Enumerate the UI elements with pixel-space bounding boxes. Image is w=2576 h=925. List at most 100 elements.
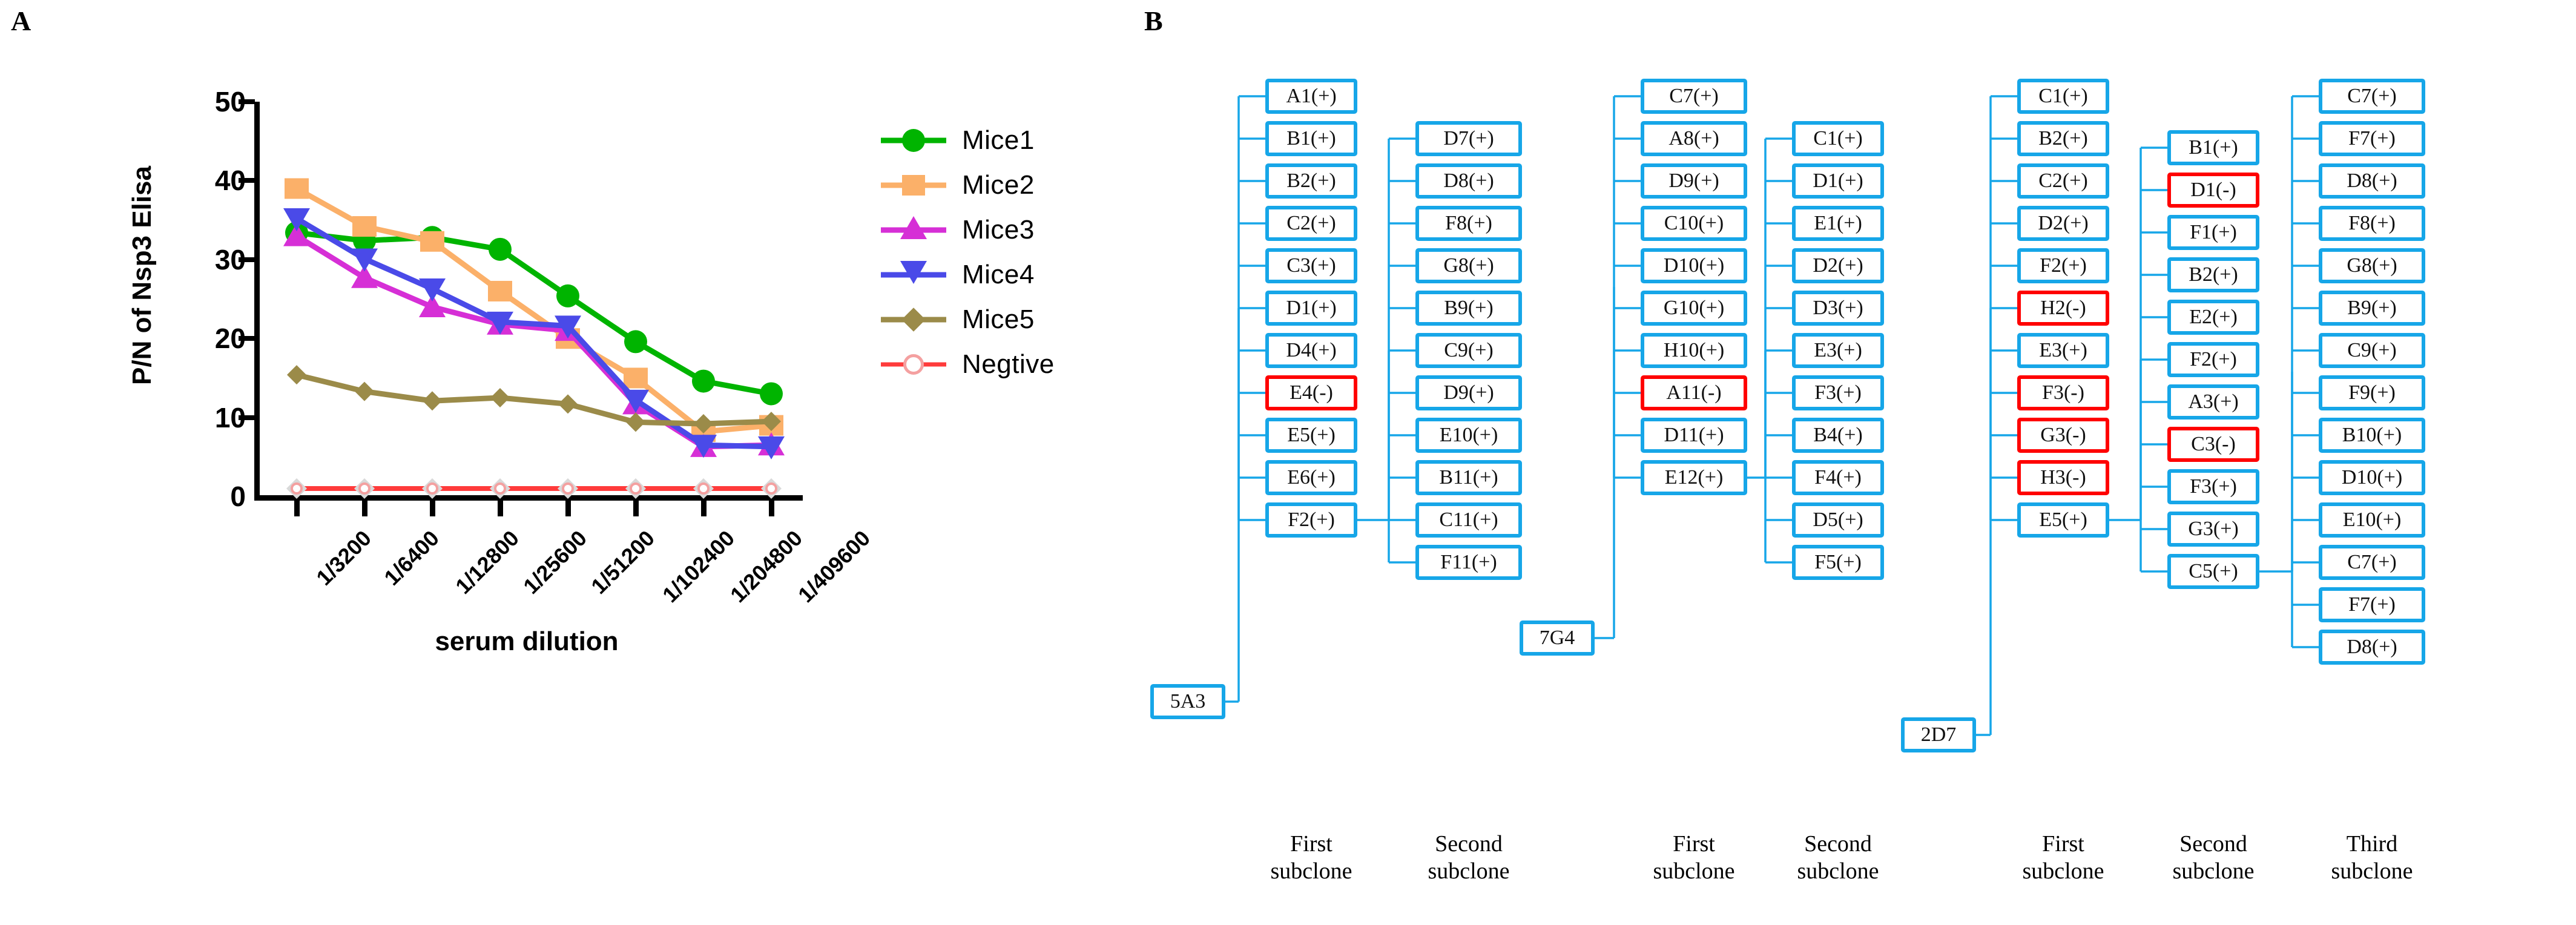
x-tick-mark — [701, 501, 707, 516]
data-point-negtive — [286, 478, 307, 499]
subclone-node[interactable]: D1(+) — [1792, 163, 1884, 199]
subclone-node[interactable]: E3(+) — [2017, 333, 2109, 368]
subclone-node[interactable]: F7(+) — [2319, 587, 2425, 622]
subclone-node[interactable]: F5(+) — [1792, 545, 1884, 580]
subclone-node[interactable]: D1(-) — [2167, 173, 2259, 208]
subclone-node[interactable]: D2(+) — [2017, 206, 2109, 241]
legend-swatch — [881, 128, 946, 153]
clone-root-2d7[interactable]: 2D7 — [1901, 717, 1976, 752]
subclone-node[interactable]: E12(+) — [1641, 460, 1747, 495]
subclone-node[interactable]: B1(+) — [2167, 130, 2259, 165]
subclone-node[interactable]: A3(+) — [2167, 384, 2259, 420]
subclone-node[interactable]: B9(+) — [2319, 291, 2425, 326]
subclone-node[interactable]: F4(+) — [1792, 460, 1884, 495]
legend-item-negtive[interactable]: Negtive — [881, 342, 1055, 387]
clone-root-7g4[interactable]: 7G4 — [1520, 621, 1595, 656]
subclone-node[interactable]: H3(-) — [2017, 460, 2109, 495]
subclone-node[interactable]: C9(+) — [1415, 333, 1522, 368]
subclone-node[interactable]: E10(+) — [1415, 418, 1522, 453]
caption-line-2: subclone — [2331, 858, 2413, 884]
subclone-node[interactable]: D7(+) — [1415, 121, 1522, 156]
subclone-node[interactable]: G3(+) — [2167, 512, 2259, 547]
subclone-node[interactable]: C1(+) — [2017, 79, 2109, 114]
subclone-node[interactable]: G10(+) — [1641, 291, 1747, 326]
subclone-node[interactable]: D8(+) — [2319, 163, 2425, 199]
subclone-node[interactable]: B11(+) — [1415, 460, 1522, 495]
subclone-node[interactable]: F2(+) — [2017, 248, 2109, 283]
subclone-node[interactable]: B9(+) — [1415, 291, 1522, 326]
legend-item-mice5[interactable]: Mice5 — [881, 297, 1055, 342]
subclone-node[interactable]: C7(+) — [2319, 545, 2425, 580]
subclone-node[interactable]: D8(+) — [2319, 630, 2425, 665]
subclone-node[interactable]: C11(+) — [1415, 502, 1522, 538]
subclone-node[interactable]: B10(+) — [2319, 418, 2425, 453]
subclone-node[interactable]: H2(-) — [2017, 291, 2109, 326]
subclone-node[interactable]: F9(+) — [2319, 375, 2425, 410]
subclone-node[interactable]: D10(+) — [2319, 460, 2425, 495]
subclone-node[interactable]: C9(+) — [2319, 333, 2425, 368]
subclone-node[interactable]: D11(+) — [1641, 418, 1747, 453]
legend-item-mice4[interactable]: Mice4 — [881, 252, 1055, 297]
legend-item-mice3[interactable]: Mice3 — [881, 208, 1055, 252]
subclone-node[interactable]: F3(+) — [2167, 469, 2259, 504]
subclone-node[interactable]: B2(+) — [1265, 163, 1357, 199]
subclone-node[interactable]: E4(-) — [1265, 375, 1357, 410]
subclone-node[interactable]: B2(+) — [2017, 121, 2109, 156]
subclone-column-1: A1(+) B1(+) B2(+) C2(+) C3(+) D1(+) D4(+) E4(-)… — [1265, 79, 1357, 545]
subclone-node[interactable]: F3(+) — [1792, 375, 1884, 410]
legend-swatch — [881, 216, 946, 242]
legend-item-mice2[interactable]: Mice2 — [881, 163, 1055, 208]
subclone-node[interactable]: F2(+) — [1265, 502, 1357, 538]
subclone-node[interactable]: E3(+) — [1792, 333, 1884, 368]
legend-item-mice1[interactable]: Mice1 — [881, 118, 1055, 163]
subclone-node[interactable]: D5(+) — [1792, 502, 1884, 538]
subclone-node[interactable]: F2(+) — [2167, 342, 2259, 377]
subclone-node[interactable]: D4(+) — [1265, 333, 1357, 368]
subclone-node[interactable]: E5(+) — [1265, 418, 1357, 453]
subclone-node[interactable]: C3(-) — [2167, 427, 2259, 462]
subclone-node[interactable]: F11(+) — [1415, 545, 1522, 580]
subclone-node[interactable]: F8(+) — [1415, 206, 1522, 241]
subclone-node[interactable]: E1(+) — [1792, 206, 1884, 241]
subclone-node[interactable]: D1(+) — [1265, 291, 1357, 326]
subclone-node[interactable]: D10(+) — [1641, 248, 1747, 283]
subclone-node[interactable]: G8(+) — [2319, 248, 2425, 283]
subclone-node[interactable]: C10(+) — [1641, 206, 1747, 241]
clone-root-5a3[interactable]: 5A3 — [1150, 684, 1225, 719]
subclone-node[interactable]: F1(+) — [2167, 215, 2259, 250]
subclone-node[interactable]: F8(+) — [2319, 206, 2425, 241]
subclone-node[interactable]: A11(-) — [1641, 375, 1747, 410]
subclone-node[interactable]: D9(+) — [1641, 163, 1747, 199]
subclone-node[interactable]: C2(+) — [2017, 163, 2109, 199]
subclone-node[interactable]: B1(+) — [1265, 121, 1357, 156]
legend-label: Negtive — [962, 349, 1055, 379]
data-point-mice4 — [419, 278, 446, 302]
subclone-node[interactable]: D2(+) — [1792, 248, 1884, 283]
subclone-node[interactable]: C3(+) — [1265, 248, 1357, 283]
subclone-node[interactable]: E6(+) — [1265, 460, 1357, 495]
subclone-node[interactable]: B2(+) — [2167, 257, 2259, 292]
subclone-node[interactable]: C5(+) — [2167, 554, 2259, 589]
subclone-node[interactable]: C1(+) — [1792, 121, 1884, 156]
legend-marker-diamond-open-icon — [903, 354, 924, 375]
subclone-node[interactable]: E2(+) — [2167, 300, 2259, 335]
subclone-node[interactable]: B4(+) — [1792, 418, 1884, 453]
subclone-node[interactable]: D9(+) — [1415, 375, 1522, 410]
subclone-node[interactable]: E10(+) — [2319, 502, 2425, 538]
subclone-node[interactable]: C2(+) — [1265, 206, 1357, 241]
subclone-node[interactable]: A1(+) — [1265, 79, 1357, 114]
subclone-node[interactable]: H10(+) — [1641, 333, 1747, 368]
subclone-node[interactable]: A8(+) — [1641, 121, 1747, 156]
subclone-node[interactable]: E5(+) — [2017, 502, 2109, 538]
subclone-node[interactable]: F3(-) — [2017, 375, 2109, 410]
subclone-node[interactable]: D3(+) — [1792, 291, 1884, 326]
subclone-node[interactable]: G3(-) — [2017, 418, 2109, 453]
subclone-node[interactable]: F7(+) — [2319, 121, 2425, 156]
subclone-node[interactable]: C7(+) — [1641, 79, 1747, 114]
subclone-node[interactable]: D8(+) — [1415, 163, 1522, 199]
series-mice4 — [283, 208, 785, 459]
subclone-node[interactable]: G8(+) — [1415, 248, 1522, 283]
subclone-node[interactable]: C7(+) — [2319, 79, 2425, 114]
